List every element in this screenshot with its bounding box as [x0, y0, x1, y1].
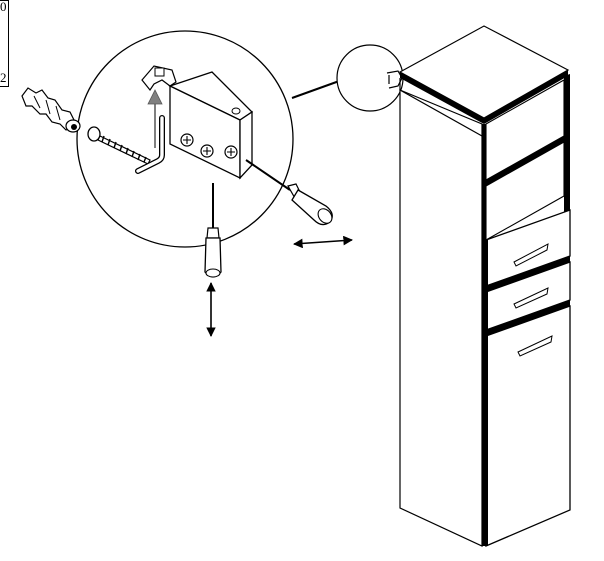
- lift-arrow-icon: [147, 89, 163, 148]
- connector-line: [291, 79, 343, 99]
- screwdriver-vertical-icon: [204, 183, 222, 278]
- horizontal-adjust-arrow: [293, 235, 353, 249]
- bracket-screw-icon: [180, 133, 194, 147]
- bracket-screw-icon: [200, 144, 214, 158]
- hook-icon: [135, 115, 165, 174]
- corner-label-bottom: 2: [0, 70, 7, 85]
- screw-icon: [87, 126, 151, 165]
- mounting-bracket-icon: [141, 65, 254, 180]
- door-front: [485, 305, 571, 547]
- screwdriver-horizontal-icon: [245, 159, 333, 226]
- tall-cabinet-icon: [398, 25, 571, 547]
- page-edge-frame: [0, 0, 9, 87]
- bracket-screw-icon: [224, 145, 238, 159]
- wall-plug-icon: [21, 87, 81, 133]
- detail-callout-circle: [336, 44, 404, 112]
- corner-label-top: 0: [0, 0, 7, 14]
